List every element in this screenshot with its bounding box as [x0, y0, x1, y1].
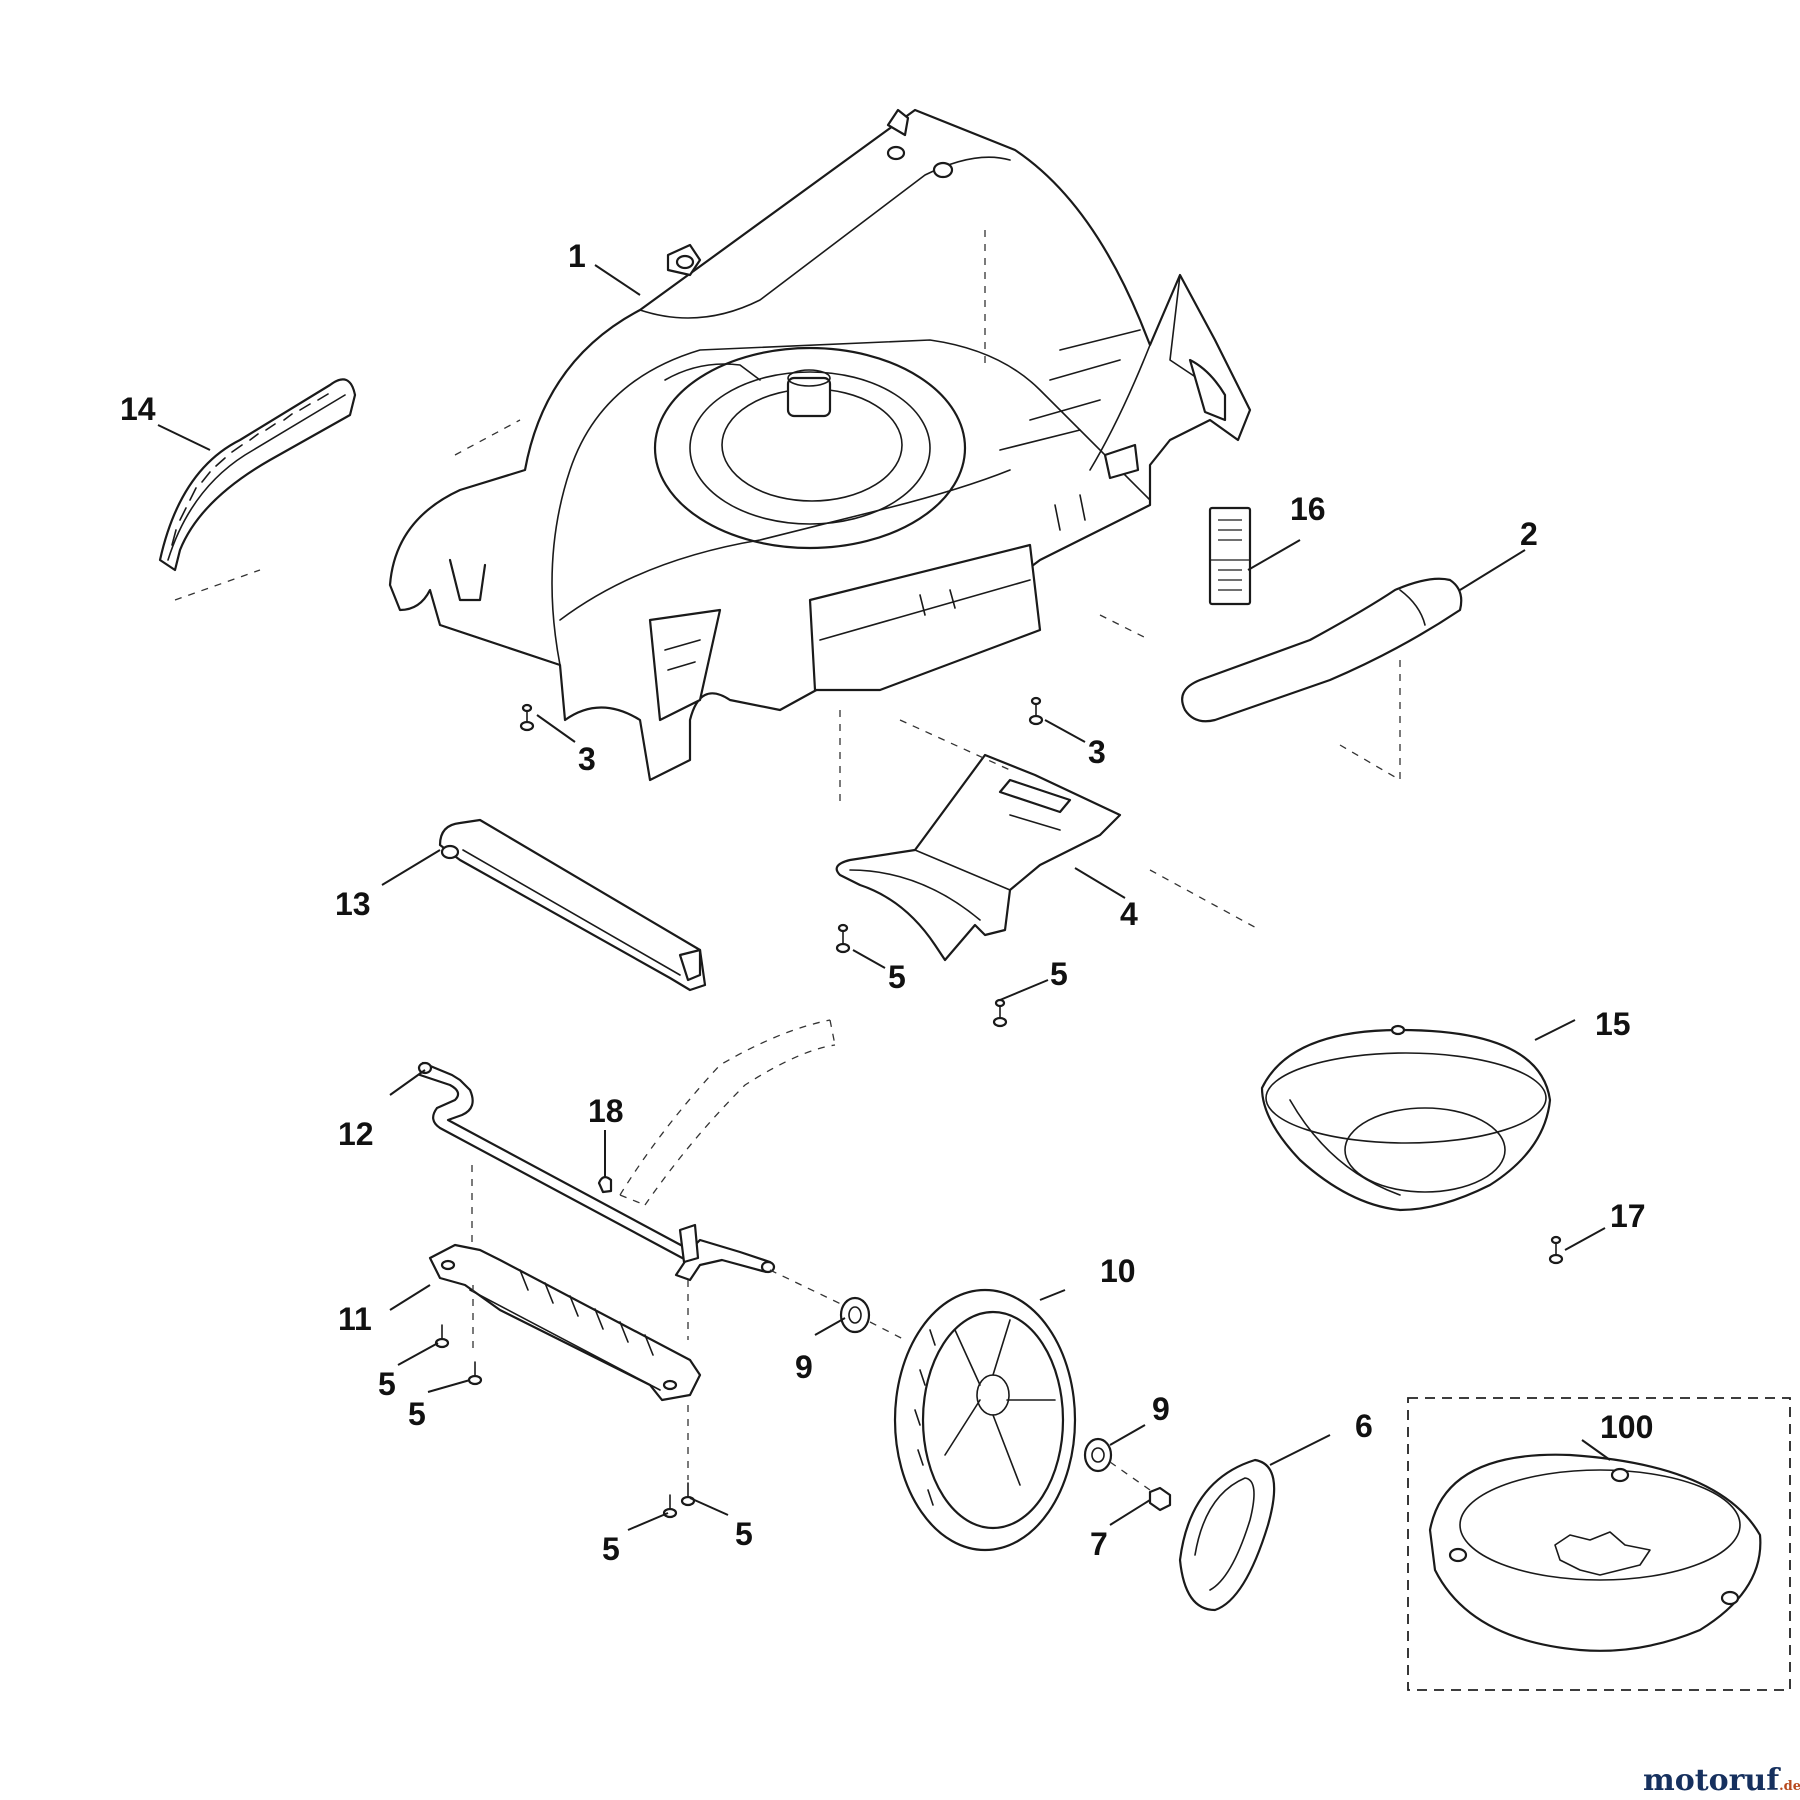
callout-1: 1 — [568, 238, 586, 274]
screw-3-left[interactable] — [519, 703, 535, 732]
screw-3-right[interactable] — [1028, 696, 1044, 726]
assembly-lines — [174, 230, 1401, 1491]
clip-18[interactable] — [597, 1176, 613, 1194]
callout-7: 7 — [1090, 1526, 1108, 1562]
callout-3-right: 3 — [1088, 734, 1106, 770]
callout-9-upper: 9 — [795, 1349, 813, 1385]
brand-watermark: motoruf.de — [1643, 1763, 1800, 1798]
bearing-9-lower[interactable] — [1083, 1437, 1113, 1473]
side-handle-cover[interactable] — [1181, 577, 1463, 723]
callout-11: 11 — [338, 1301, 372, 1337]
rear-flap[interactable] — [438, 818, 707, 992]
callout-17: 17 — [1610, 1198, 1646, 1234]
leader-lines — [157, 264, 1611, 1531]
callout-5-b: 5 — [1050, 956, 1068, 992]
hub-cap[interactable] — [1178, 1458, 1276, 1612]
discharge-chute[interactable] — [835, 753, 1122, 962]
callout-100: 100 — [1600, 1409, 1653, 1445]
bowl-15[interactable] — [1260, 1024, 1552, 1212]
callout-5-d: 5 — [408, 1396, 426, 1432]
watermark-brand: motoruf — [1643, 1763, 1780, 1798]
screw-17[interactable] — [1548, 1235, 1564, 1265]
nut-7[interactable] — [1148, 1486, 1172, 1512]
callout-labels: 1 14 16 2 3 3 13 4 5 5 15 17 12 18 11 5 … — [120, 238, 1653, 1567]
callout-18: 18 — [588, 1093, 624, 1129]
callout-5-e: 5 — [602, 1531, 620, 1567]
kit-100-box[interactable] — [1407, 1397, 1791, 1691]
flex-tube — [619, 1019, 836, 1206]
front-guard-strip[interactable] — [158, 378, 357, 572]
callout-5-f: 5 — [735, 1516, 753, 1552]
screw-5-e[interactable] — [662, 1494, 678, 1519]
callout-5-a: 5 — [888, 959, 906, 995]
callout-12: 12 — [338, 1116, 374, 1152]
callout-15: 15 — [1595, 1006, 1631, 1042]
callout-16: 16 — [1290, 491, 1326, 527]
deck-housing[interactable] — [388, 108, 1252, 782]
callout-5-c: 5 — [378, 1366, 396, 1402]
warning-label[interactable] — [1208, 506, 1252, 606]
callout-14: 14 — [120, 391, 156, 427]
screw-5-a[interactable] — [835, 923, 851, 954]
watermark-tld: .de — [1779, 1779, 1800, 1794]
callout-3-left: 3 — [578, 741, 596, 777]
height-adjust-rod[interactable] — [417, 1061, 776, 1282]
screw-5-d[interactable] — [467, 1361, 483, 1386]
callout-6: 6 — [1355, 1408, 1373, 1444]
wheel[interactable] — [893, 1288, 1077, 1552]
callout-2: 2 — [1520, 516, 1538, 552]
bearing-9-upper[interactable] — [839, 1296, 871, 1334]
screw-5-b[interactable] — [992, 998, 1008, 1028]
axle-bracket[interactable] — [428, 1243, 702, 1402]
callout-4: 4 — [1120, 896, 1138, 932]
callout-10: 10 — [1100, 1253, 1136, 1289]
screw-5-f[interactable] — [680, 1482, 696, 1507]
callout-9-lower: 9 — [1152, 1391, 1170, 1427]
callout-13: 13 — [335, 886, 371, 922]
